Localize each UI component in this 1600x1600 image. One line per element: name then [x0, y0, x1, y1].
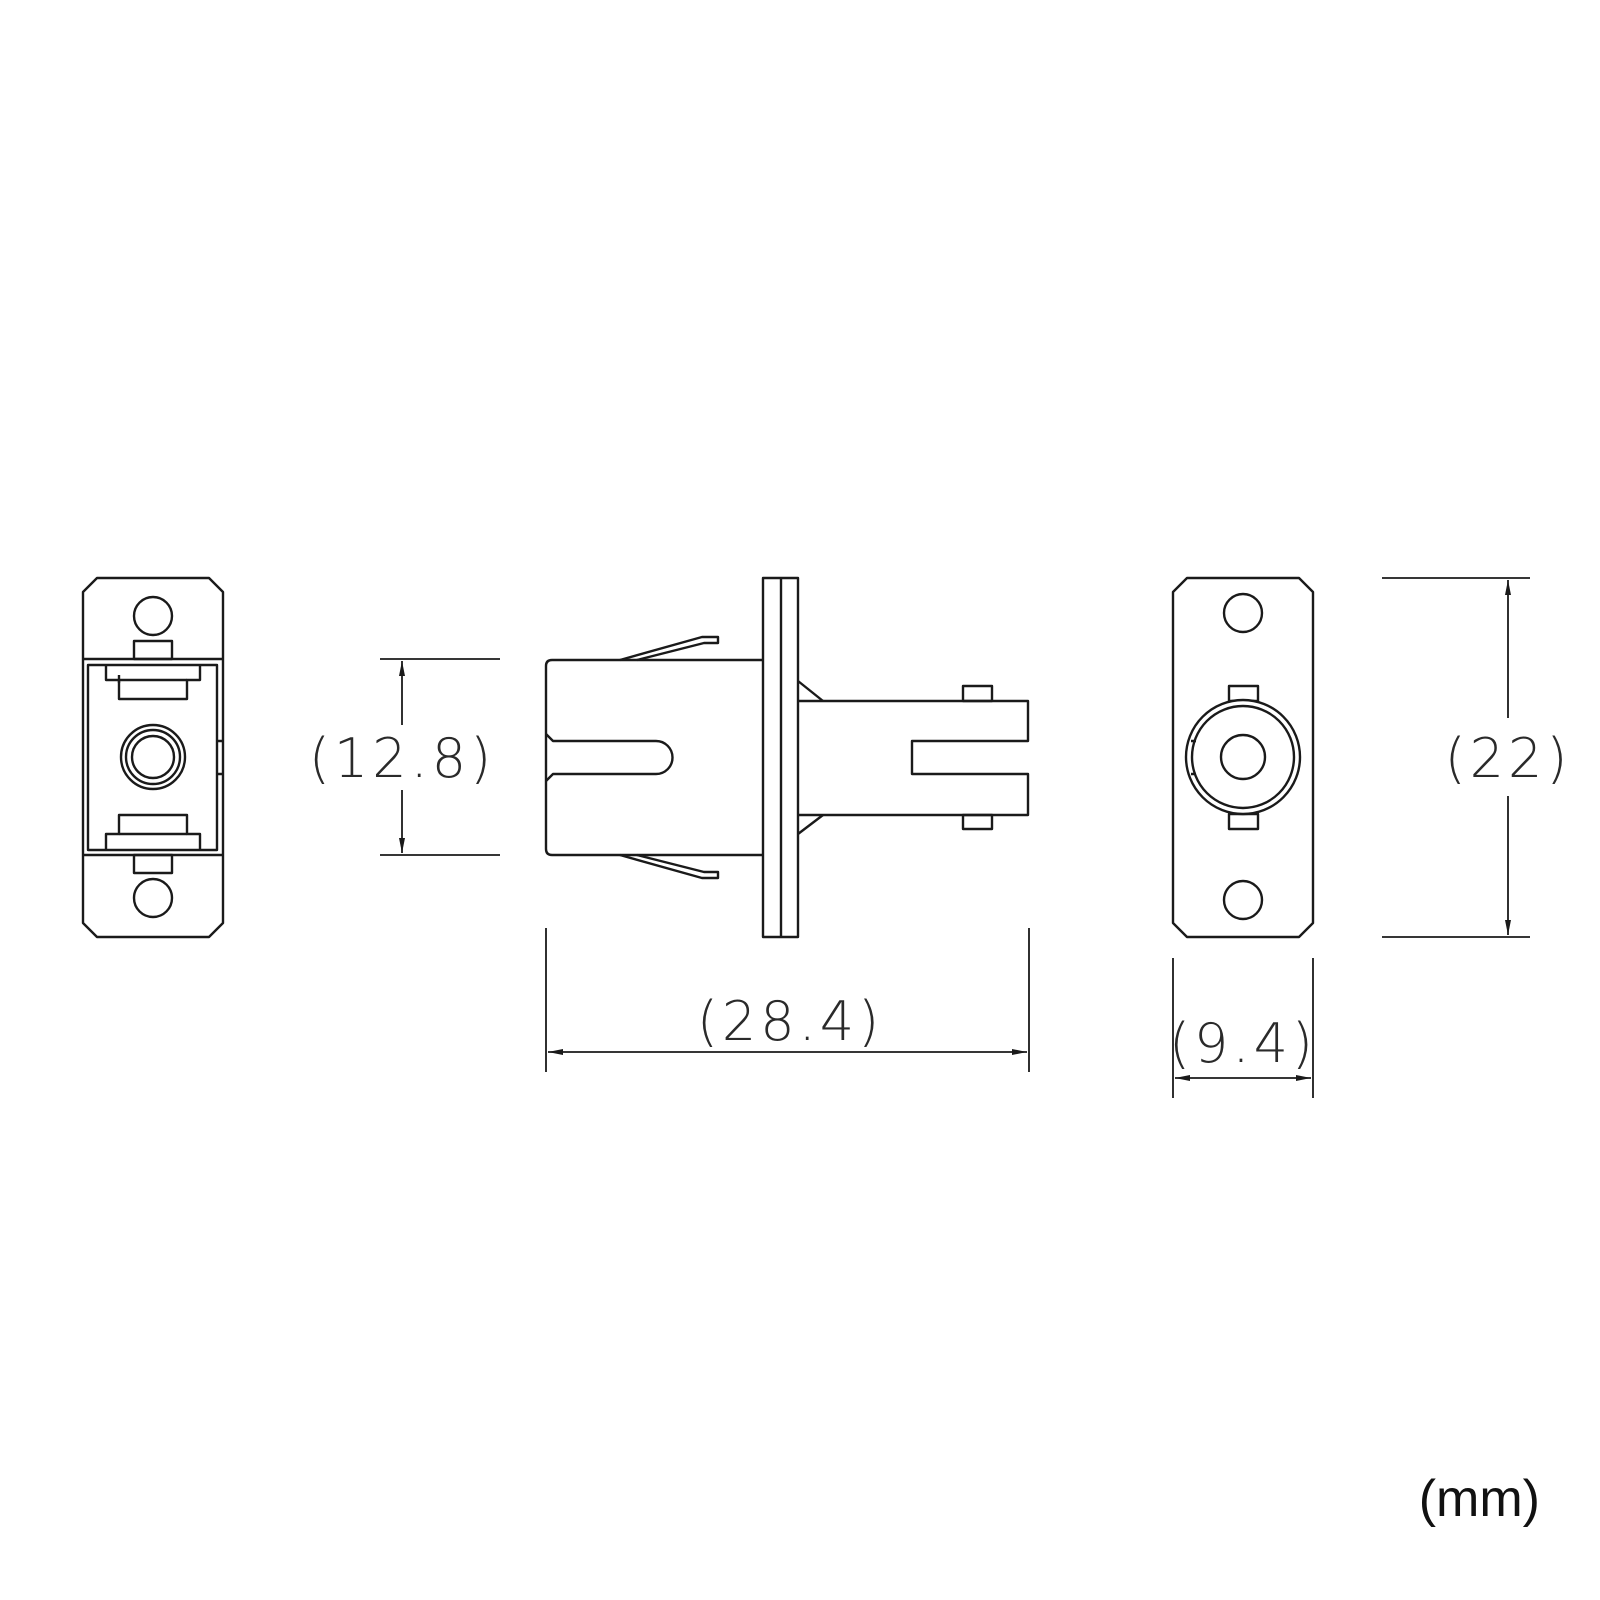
ferrule-sleeve-inner: [130, 734, 176, 780]
latch-bottom: [104, 813, 202, 850]
chamfer: [797, 680, 824, 835]
mounting-hole: [132, 595, 174, 637]
st-barrel-outer: [1184, 698, 1302, 816]
side-view: [544, 576, 1030, 939]
tab: [132, 853, 174, 875]
dimension-overall-length: (28.4): [545, 928, 1030, 1072]
rear-view-st-side: [1171, 576, 1315, 939]
dimension-label-12-8: (12.8): [309, 727, 495, 790]
dimension-label-9-4: (9.4): [1169, 1012, 1317, 1075]
bayonet-pin: [961, 813, 994, 831]
ferrule-sleeve-mid: [124, 728, 182, 786]
ferrule-sleeve-outer: [119, 723, 187, 791]
bayonet-pin: [961, 684, 994, 703]
flange-plate-outline: [1171, 576, 1315, 939]
mounting-hole: [1222, 879, 1264, 921]
flange-plate-outline: [81, 576, 225, 939]
dimension-flange-width: (9.4): [1169, 958, 1317, 1098]
dimension-label-22: (22): [1445, 727, 1572, 790]
latch-top: [104, 665, 202, 701]
mounting-hole: [1222, 592, 1264, 634]
st-barrel-inner: [1190, 704, 1296, 810]
dimension-body-height: (12.8): [309, 658, 500, 856]
sc-slot: [545, 733, 674, 782]
front-view-sc-side: [81, 576, 225, 939]
mounting-hole: [132, 877, 174, 919]
clip-top: [619, 635, 720, 662]
side-notch: [217, 739, 223, 776]
dimension-label-28-4: (28.4): [697, 990, 883, 1053]
sc-body: [544, 658, 763, 857]
sc-housing-opening: [86, 663, 219, 852]
ferrule-bore: [1219, 733, 1267, 781]
clip-bottom: [619, 853, 720, 880]
bayonet-pin: [1227, 684, 1260, 703]
tab: [132, 639, 174, 661]
dimension-flange-height: (22): [1382, 577, 1572, 938]
key-slot: [1191, 739, 1196, 776]
st-body: [798, 699, 1030, 817]
units-label: (mm): [1419, 1470, 1540, 1528]
bayonet-pin: [1227, 812, 1260, 831]
